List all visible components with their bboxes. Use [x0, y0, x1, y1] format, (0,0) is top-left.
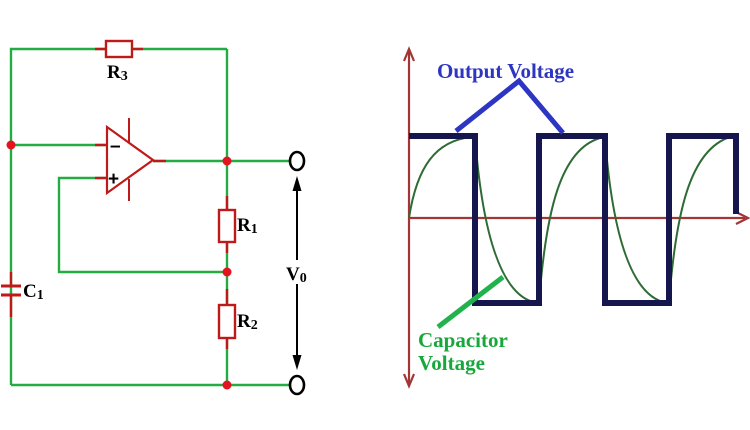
output-voltage-pointer — [454, 77, 565, 135]
v0-label-background — [283, 260, 313, 284]
opamp-triangle — [105, 124, 155, 196]
divider-node-dot — [222, 267, 232, 277]
r3-label: R3 — [107, 62, 128, 84]
output-square-wave — [409, 133, 739, 306]
y-axis-arrow-up-icon — [402, 46, 416, 62]
v0-arrowhead-up — [292, 176, 302, 191]
circuit-panel: R3 C1 – + R1 R2 V0 — [1, 39, 313, 396]
c1-label: C1 — [23, 281, 44, 303]
resistor-r1 — [217, 208, 237, 244]
output-node-dot — [222, 156, 232, 166]
v0-label: V0 — [286, 264, 307, 286]
resistor-r2 — [217, 303, 237, 340]
capacitor-voltage-pointer — [436, 275, 505, 329]
r2-label: R2 — [237, 311, 258, 333]
opamp-plus-symbol: + — [108, 169, 119, 190]
feedback-loop-wire — [9, 47, 227, 385]
waveform-panel: Output Voltage Capacitor Voltage — [402, 46, 750, 389]
v0-arrowhead-down — [292, 355, 302, 370]
capacitor-voltage-label-line1: Capacitor — [418, 328, 508, 352]
r1-label: R1 — [237, 215, 258, 237]
opamp-minus-symbol: – — [110, 136, 121, 157]
bottom-node-dot — [222, 380, 232, 390]
output-terminal-bottom — [288, 374, 306, 396]
y-axis-arrow-down-icon — [402, 373, 416, 389]
feedback-node-dot — [6, 140, 16, 150]
output-terminal-top — [288, 150, 306, 172]
capacitor-voltage-label-line2: Voltage — [418, 351, 485, 375]
x-axis-arrow-right-icon — [735, 211, 750, 225]
resistor-r3 — [104, 39, 134, 59]
noninverting-input-wire — [57, 176, 227, 274]
output-voltage-label: Output Voltage — [437, 59, 574, 83]
